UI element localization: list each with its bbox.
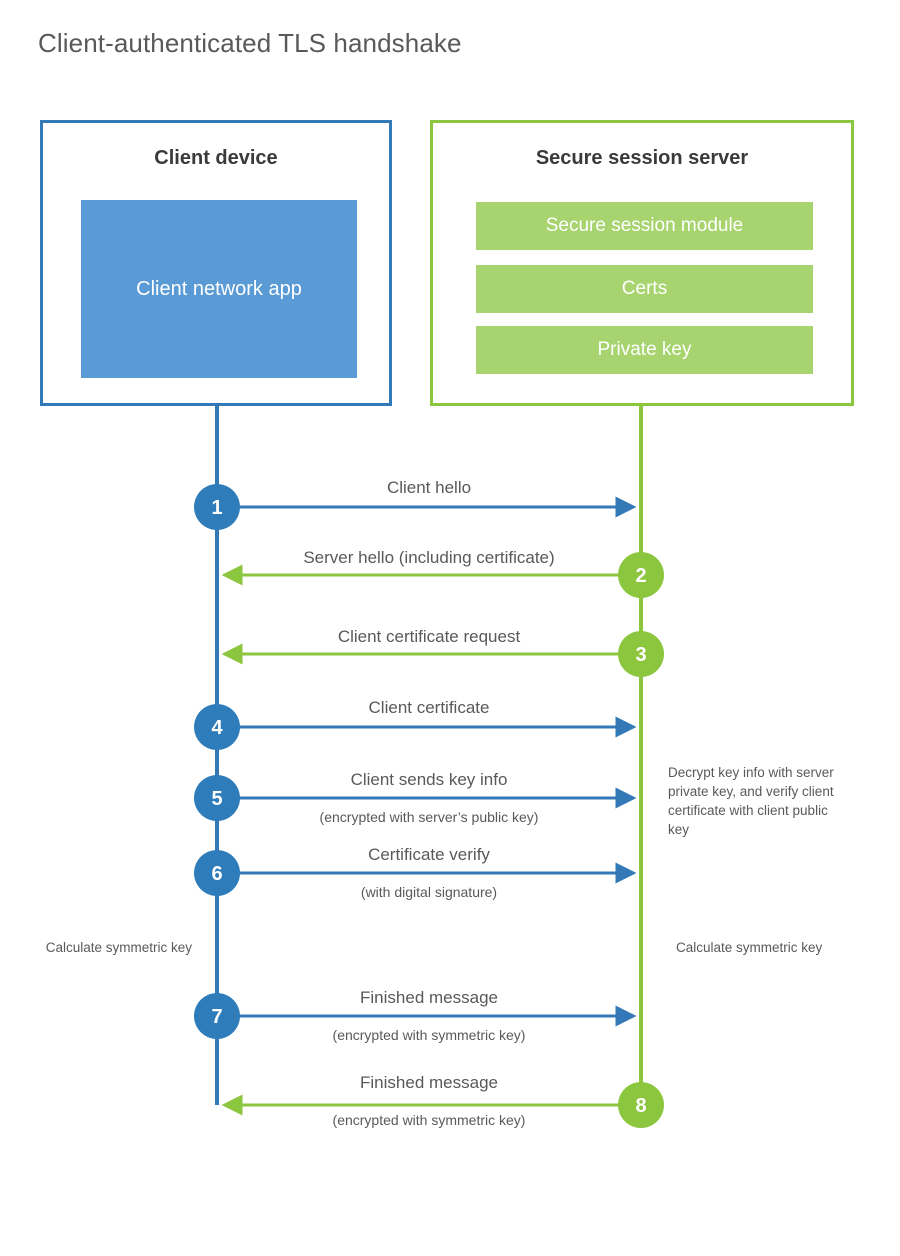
step-sublabel-7: (encrypted with symmetric key) xyxy=(332,1027,526,1043)
step-sublabel-8: (encrypted with symmetric key) xyxy=(332,1112,526,1128)
page-title: Client-authenticated TLS handshake xyxy=(38,28,462,58)
step-sublabel-5: (encrypted with server’s public key) xyxy=(319,809,539,825)
server-module-private-key: Private key xyxy=(476,326,813,374)
server-module-secure-session-module: Secure session module xyxy=(476,202,813,250)
step-badge-4 xyxy=(194,704,240,750)
step-badge-6 xyxy=(194,850,240,896)
step-label-8: Finished message xyxy=(360,1073,498,1092)
client-device-title: Client device xyxy=(154,147,278,169)
step-badge-2 xyxy=(618,552,664,598)
secure-session-server-title: Secure session server xyxy=(535,147,749,169)
step-label-6: Certificate verify xyxy=(368,845,490,864)
step-badge-5 xyxy=(194,775,240,821)
step-badge-1 xyxy=(194,484,240,530)
server-calculate-symmetric-key-note: Calculate symmetric key xyxy=(676,940,823,955)
step-label-1: Client hello xyxy=(386,478,472,497)
client-network-app-block: Client network app xyxy=(81,200,357,378)
secure-session-server-box: Secure session server Secure session mod… xyxy=(430,120,854,406)
step-badge-8 xyxy=(618,1082,664,1128)
step-label-2: Server hello (including certificate) xyxy=(303,548,555,567)
server-decrypt-note: Decrypt key info with server private key… xyxy=(668,765,834,838)
step-label-7: Finished message xyxy=(360,988,498,1007)
server-module-certs: Certs xyxy=(476,265,813,313)
step-label-4: Client certificate xyxy=(368,698,490,717)
step-label-3: Client certificate request xyxy=(337,627,521,646)
client-device-box: Client device Client network app xyxy=(40,120,392,406)
step-sublabel-6: (with digital signature) xyxy=(360,884,498,900)
client-calculate-symmetric-key-note: Calculate symmetric key xyxy=(45,940,192,955)
step-badge-3 xyxy=(618,631,664,677)
step-label-5: Client sends key info xyxy=(350,770,508,789)
step-badge-7 xyxy=(194,993,240,1039)
